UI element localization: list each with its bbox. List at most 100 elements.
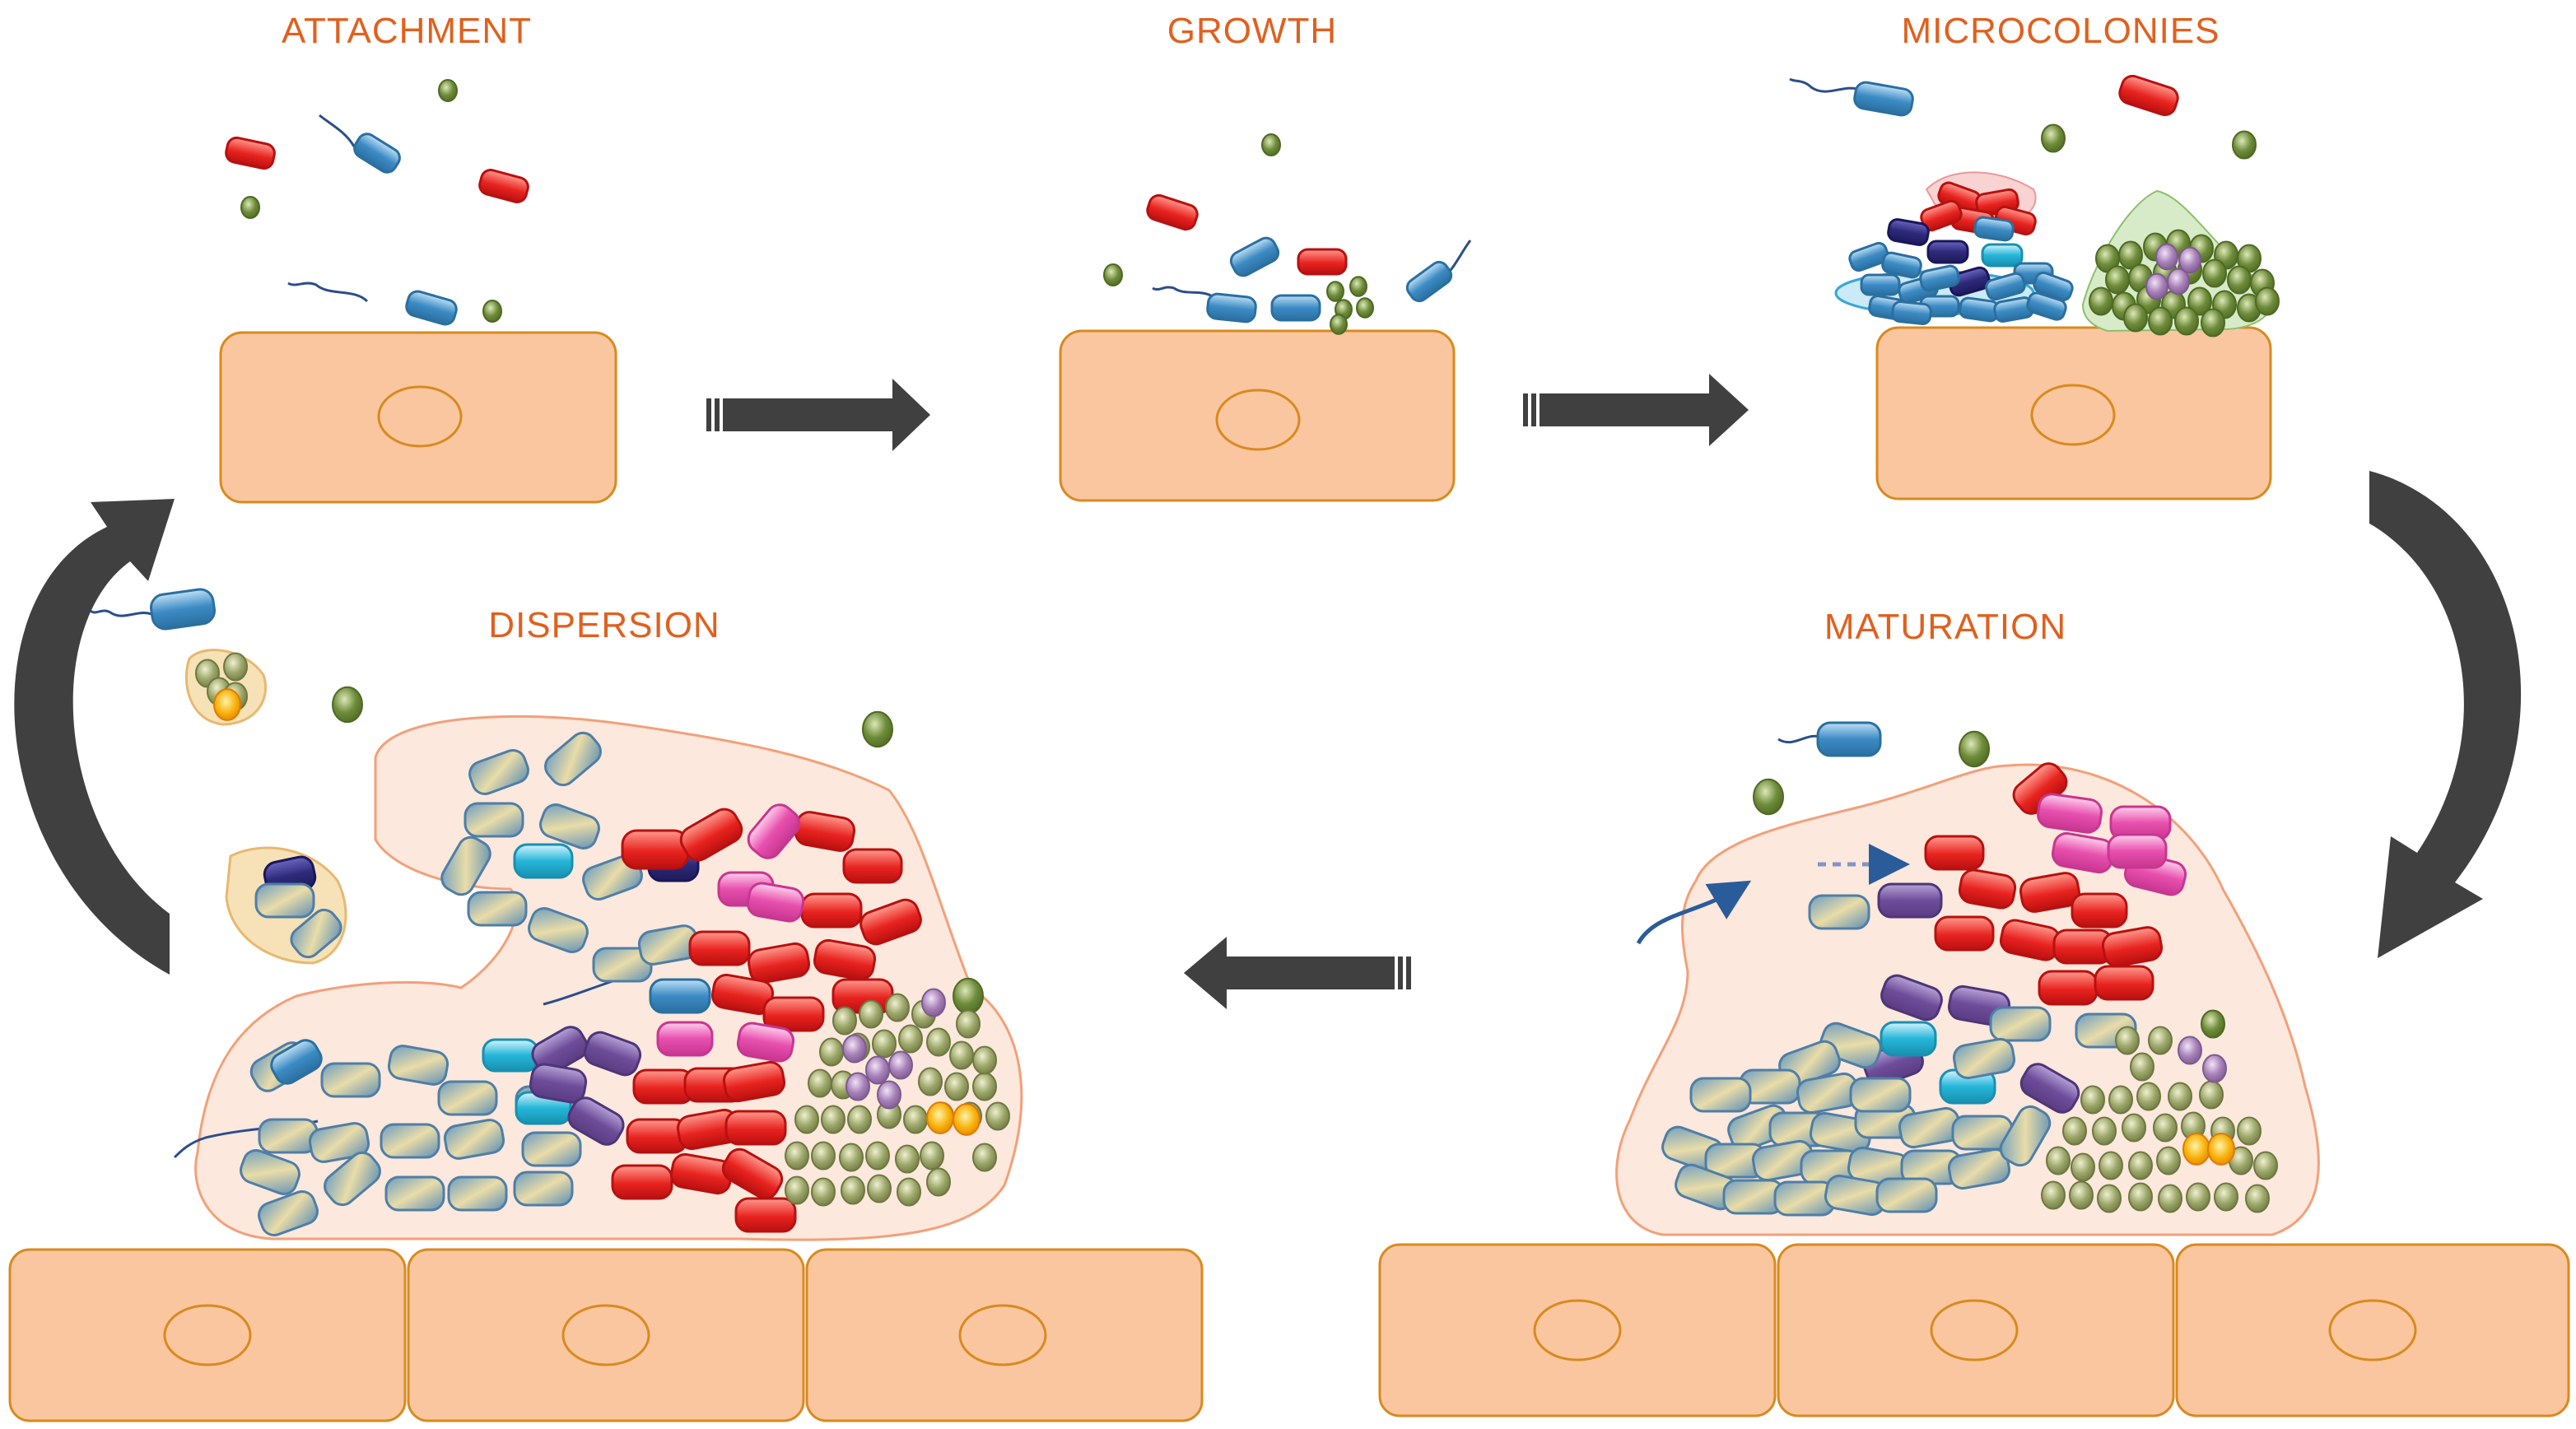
rod-bacterium-icon xyxy=(736,1022,795,1063)
coccus-icon xyxy=(2128,1182,2153,1212)
coccus-icon xyxy=(2237,1116,2262,1146)
coccus-icon xyxy=(2155,243,2178,271)
coccus-icon xyxy=(2046,1146,2071,1175)
rod-bacterium-icon xyxy=(583,1031,642,1077)
coccus-icon xyxy=(956,1009,981,1039)
rod-bacterium-icon xyxy=(800,892,863,929)
rod-bacterium-icon xyxy=(1934,915,1995,952)
rod-bacterium-icon xyxy=(467,891,528,927)
rod-bacterium-icon xyxy=(258,1190,319,1236)
host-cell-attachment xyxy=(219,331,617,504)
rod-bacterium-icon xyxy=(2026,291,2067,321)
label-attachment: ATTACHMENT xyxy=(282,11,532,51)
rod-bacterium-icon xyxy=(531,1026,589,1075)
rod-bacterium-icon xyxy=(290,908,342,959)
arrow-growth-to-microcolonies xyxy=(1523,374,1749,446)
coccus-icon xyxy=(2136,1082,2161,1111)
rod-bacterium-icon xyxy=(150,588,216,631)
label-microcolonies: MICROCOLONIES xyxy=(1901,11,2220,51)
rod-bacterium-icon xyxy=(254,882,315,919)
coccus-icon xyxy=(2202,1054,2227,1083)
coccus-icon xyxy=(918,1067,943,1096)
rod-bacterium-icon xyxy=(621,829,690,870)
rod-bacterium-icon xyxy=(521,1131,582,1167)
coccus-icon xyxy=(926,1027,951,1057)
rod-bacterium-icon xyxy=(688,930,751,966)
coccus-icon xyxy=(832,1006,857,1036)
coccus-icon xyxy=(2255,286,2280,316)
coccus-icon xyxy=(1349,276,1367,297)
coccus-icon xyxy=(897,1177,921,1207)
rod-bacterium-icon xyxy=(2037,793,2103,834)
bacteria-layer xyxy=(150,74,2280,1236)
coccus-icon xyxy=(1753,778,1784,816)
rod-bacterium-icon xyxy=(240,1149,300,1195)
coccus-icon xyxy=(867,1174,892,1203)
coccus-icon xyxy=(872,1029,897,1059)
rod-bacterium-icon xyxy=(1891,300,1932,325)
coccus-icon xyxy=(888,1050,913,1080)
coccus-icon xyxy=(2168,1082,2192,1111)
rod-bacterium-icon xyxy=(440,836,491,896)
rod-bacterium-icon xyxy=(2071,892,2128,929)
rod-bacterium-icon xyxy=(1880,1021,1937,1057)
coccus-icon xyxy=(819,1037,844,1067)
rod-bacterium-icon xyxy=(2118,74,2179,117)
rod-bacterium-icon xyxy=(258,1118,319,1154)
coccus-icon xyxy=(1261,133,1281,156)
rod-bacterium-icon xyxy=(384,1175,445,1212)
coccus-icon xyxy=(972,1045,997,1075)
rod-bacterium-icon xyxy=(1146,193,1199,231)
rod-bacterium-icon xyxy=(1270,294,1321,322)
rod-bacterium-icon xyxy=(1952,1037,2016,1080)
coccus-icon xyxy=(953,1103,981,1136)
rod-bacterium-icon xyxy=(1958,868,2017,910)
coccus-icon xyxy=(2041,123,2066,153)
coccus-icon xyxy=(865,1055,890,1085)
coccus-icon xyxy=(2201,308,2225,337)
rod-bacterium-icon xyxy=(1981,243,2024,268)
rod-bacterium-icon xyxy=(1848,241,1889,272)
rod-bacterium-icon xyxy=(1926,240,1969,264)
coccus-icon xyxy=(885,993,910,1022)
rod-bacterium-icon xyxy=(1924,835,1985,871)
rod-bacterium-icon xyxy=(1853,81,1914,117)
coccus-icon xyxy=(785,1175,809,1205)
label-maturation: MATURATION xyxy=(1824,607,2066,647)
coccus-icon xyxy=(847,1105,872,1134)
coccus-icon xyxy=(2202,258,2227,288)
rod-bacterium-icon xyxy=(320,1062,381,1098)
coccus-icon xyxy=(2178,1036,2202,1065)
coccus-icon xyxy=(2148,306,2173,336)
coccus-icon xyxy=(920,1141,944,1171)
rod-bacterium-icon xyxy=(1920,199,1963,232)
rod-bacterium-icon xyxy=(1816,721,1882,757)
coccus-icon xyxy=(842,1034,867,1064)
rod-bacterium-icon xyxy=(544,731,602,787)
rod-bacterium-icon xyxy=(528,907,589,953)
nucleus-icon xyxy=(2030,384,2116,446)
coccus-icon xyxy=(2080,1085,2105,1115)
rod-bacterium-icon xyxy=(2019,1063,2080,1114)
rod-bacterium-icon xyxy=(679,808,743,862)
rod-bacterium-icon xyxy=(437,1080,498,1116)
rod-bacterium-icon xyxy=(859,898,922,946)
rod-bacterium-icon xyxy=(1297,248,1348,276)
host-cell-row-maturation xyxy=(1378,1243,2570,1417)
coccus-icon xyxy=(839,1143,864,1172)
coccus-icon xyxy=(1330,314,1348,335)
rod-bacterium-icon xyxy=(567,1096,625,1146)
rod-bacterium-icon xyxy=(1405,260,1453,303)
coccus-icon xyxy=(949,1040,974,1070)
rod-bacterium-icon xyxy=(1985,272,2026,301)
coccus-icon xyxy=(811,1141,836,1171)
rod-bacterium-icon xyxy=(405,290,458,326)
coccus-icon xyxy=(2174,306,2199,336)
rod-bacterium-icon xyxy=(380,1123,440,1159)
rod-bacterium-icon xyxy=(443,1119,505,1160)
coccus-icon xyxy=(2207,1133,2235,1166)
coccus-icon xyxy=(785,1141,809,1171)
coccus-icon xyxy=(213,688,241,721)
rod-bacterium-icon xyxy=(1887,218,1930,246)
rod-bacterium-icon xyxy=(1689,1077,1752,1113)
